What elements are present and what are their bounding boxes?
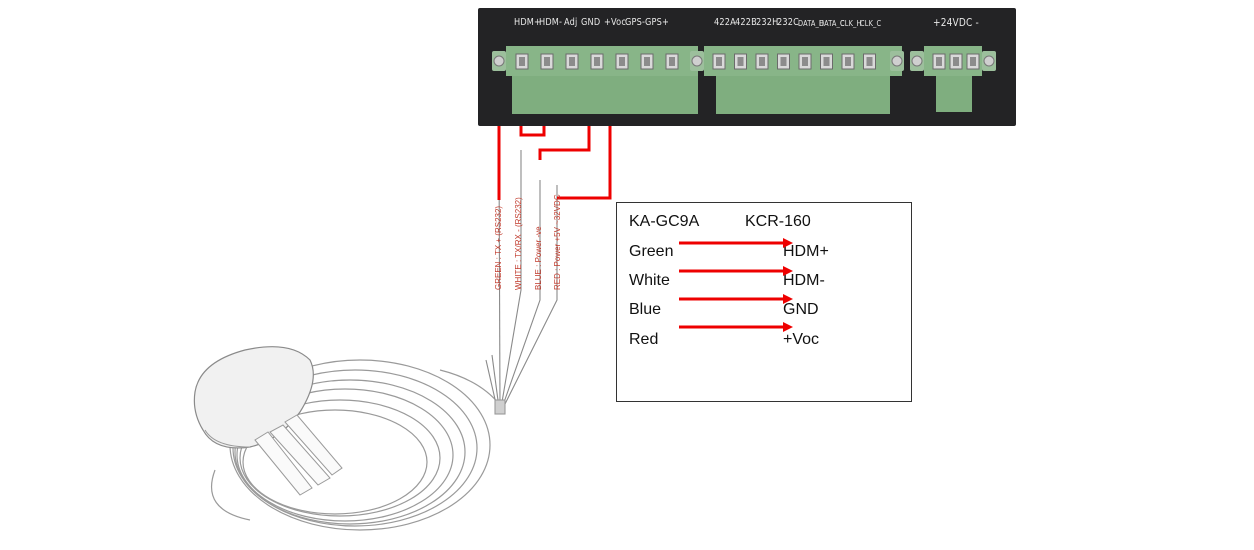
- cable-coil-6: [242, 409, 428, 515]
- wire-label-white: WHITE : TX/RX - (RS232): [514, 197, 523, 290]
- pin-screw: [519, 57, 525, 66]
- pin-label-232h: 232H: [756, 17, 779, 28]
- cable-coil-3: [234, 379, 466, 525]
- pin-label-hdm-minus: HDM-: [539, 17, 563, 28]
- row-red-to: +Voc: [783, 331, 820, 348]
- pin-label-clk-h: CLK_H: [840, 19, 862, 28]
- wire-blue: [501, 180, 541, 409]
- pin-screw: [737, 57, 744, 66]
- row-white-to: HDM-: [783, 272, 825, 289]
- pin-label-clk-c: CLK_C: [860, 19, 882, 28]
- pin-label-24vdc: +24VDC -: [933, 16, 979, 29]
- pin-screw: [716, 57, 722, 66]
- terminal-blocks: [492, 46, 996, 114]
- pin-label-data-h: DATA_H: [798, 19, 825, 28]
- pin-label-gps-plus: GPS+: [645, 17, 670, 28]
- row-blue-from: Blue: [629, 301, 662, 318]
- pin-label-voc: +Voc: [604, 17, 627, 28]
- header-ka-gc9a: KA-GC9A: [629, 213, 700, 230]
- pin-screw: [544, 57, 550, 66]
- pin-screw: [823, 57, 830, 66]
- pin-label-422b: 422B: [735, 17, 757, 28]
- pin-label-adj: Adj: [564, 17, 578, 28]
- pin-screw: [759, 57, 765, 66]
- wire-white: [500, 150, 522, 409]
- pin-label-232c: 232C: [777, 17, 800, 28]
- kcr-160-terminal-board: HDM+ HDM- Adj GND +Voc GPS- GPS+ 422A 42…: [478, 8, 1016, 126]
- gps-antenna: [211, 359, 501, 531]
- row-white-from: White: [629, 272, 670, 289]
- header-kcr-160: KCR-160: [745, 213, 811, 230]
- pin-screw: [594, 57, 600, 66]
- row-blue-to: GND: [783, 301, 819, 318]
- wire-label-blue: BLUE : Power -ve: [534, 226, 543, 290]
- wire-label-green: GREEN : TX + (RS232): [494, 205, 503, 290]
- wire-mapping-table: KA-GC9A KCR-160 Green HDM+ White HDM- Bl…: [616, 202, 912, 402]
- pin-screw: [802, 57, 808, 66]
- pin-screw: [866, 57, 873, 66]
- pin-screw: [845, 57, 851, 66]
- pin-label-gps-minus: GPS-: [625, 17, 646, 28]
- row-green-to: HDM+: [783, 243, 829, 260]
- cable-coil-4: [236, 388, 454, 522]
- cable-coil-5: [239, 399, 441, 517]
- row-red-from: Red: [629, 331, 659, 348]
- pin-screw: [619, 57, 625, 66]
- cable-lead: [211, 469, 251, 521]
- pin-screw: [644, 57, 650, 66]
- pin-label-hdm-plus: HDM+: [514, 17, 542, 28]
- wire-label-red: RED : Power +5V ~32VDC: [553, 194, 562, 290]
- wire-sleeve: [494, 399, 506, 415]
- pin-screw: [970, 57, 976, 66]
- pin-label-422a: 422A: [714, 17, 736, 28]
- pin-screw: [669, 57, 675, 66]
- pin-screw: [953, 57, 959, 66]
- pin-sockets: [515, 53, 980, 70]
- pin-screw: [936, 57, 942, 66]
- wire-red: [502, 185, 558, 409]
- pin-label-data-c: DATA_C: [819, 19, 845, 28]
- pin-label-gnd: GND: [581, 17, 601, 28]
- pin-screw: [780, 57, 787, 66]
- antenna-puck: [193, 346, 343, 496]
- pin-screw: [569, 57, 575, 66]
- mapping-arrows: [679, 238, 793, 332]
- row-green-from: Green: [629, 243, 674, 260]
